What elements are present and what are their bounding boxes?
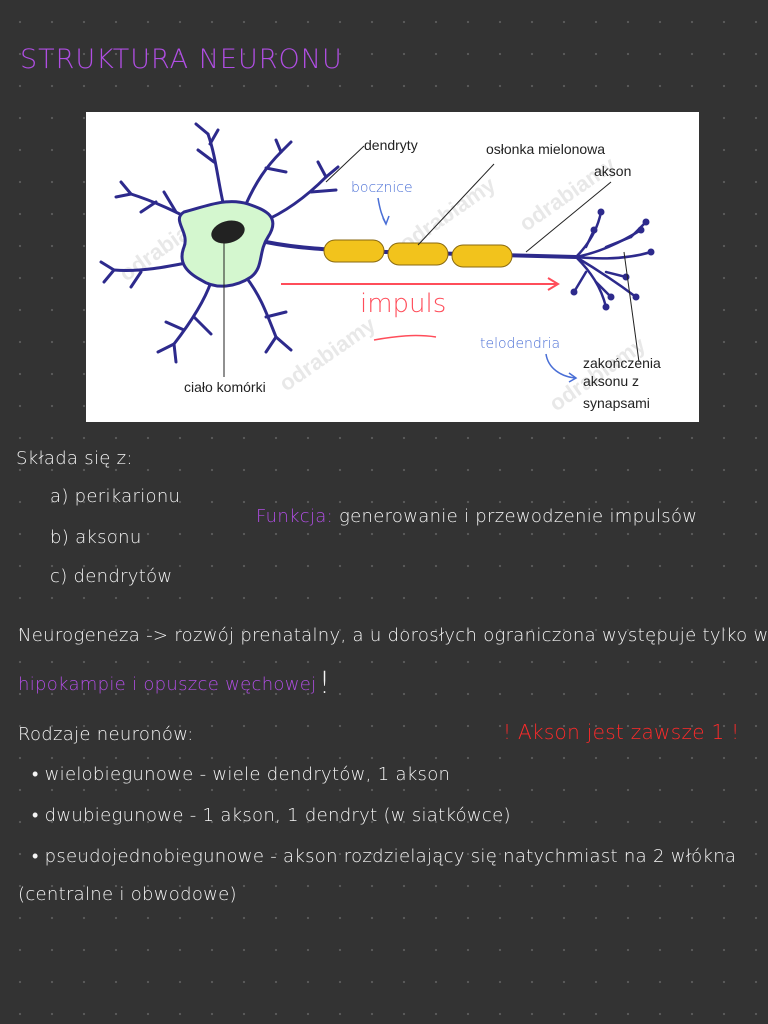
label-endings-2: aksonu z: [583, 373, 639, 389]
neuron-diagram: odrabiamy odrabiamy odrabiamy odrabiamy …: [86, 112, 699, 422]
function-text: generowanie i przewodzenie impulsów: [339, 506, 698, 527]
label-axon: akson: [594, 163, 631, 179]
list-item-dendrites: c) dendrytów: [50, 566, 173, 587]
svg-text:odrabiamy: odrabiamy: [275, 311, 381, 396]
neuron-types-heading: Rodzaje neuronów:: [18, 724, 194, 745]
list-item-perikaryon: a) perikarionu: [50, 486, 181, 507]
neurogenesis-line-1: Neurogeneza -> rozwój prenatalny, a u do…: [18, 625, 768, 646]
axon-always-one-note: ! Akson jest zawsze 1 !: [503, 720, 740, 744]
myelin-sheath: [323, 239, 513, 268]
neurogenesis-line-2: hipokampie i opuszce węchowej!: [18, 666, 331, 701]
annotation-telodendria: telodendria: [480, 336, 560, 352]
telodendria: [572, 210, 653, 309]
label-myelin: osłonka mielonowa: [486, 141, 605, 157]
neurogenesis-highlight: hipokampie i opuszce węchowej: [18, 674, 317, 695]
label-cell-body: ciało komórki: [184, 379, 266, 395]
endings-leader: [623, 251, 640, 363]
synaptic-terminals: [570, 208, 655, 311]
page-title: STRUKTURA NEURONU: [20, 44, 343, 75]
impulse-underline: [373, 334, 437, 341]
list-item-pseudounipolar: • pseudojednobiegunowe - akson rozdziela…: [32, 846, 737, 867]
annotation-nodes: bocznice: [351, 180, 413, 196]
nucleus: [211, 220, 245, 244]
list-item-multipolar: • wielobiegunowe - wiele dendrytów, 1 ak…: [32, 764, 451, 785]
myelin-leader: [417, 163, 495, 246]
consists-heading: Składa się z:: [16, 448, 133, 469]
label-dendrites: dendryty: [364, 137, 418, 153]
list-item-axon: b) aksonu: [50, 527, 142, 548]
dendrites-leader: [325, 145, 365, 183]
axon-leader: [525, 181, 612, 253]
exclamation-mark: !: [318, 666, 331, 701]
list-item-bipolar: • dwubiegunowe - 1 akson, 1 dendryt (w s…: [32, 805, 511, 826]
label-endings-3: synapsami: [583, 395, 650, 411]
annotation-impulse: impuls: [360, 289, 446, 319]
label-endings-1: zakończenia: [583, 355, 661, 371]
function-note: Funkcja: generowanie i przewodzenie impu…: [256, 506, 697, 527]
function-label: Funkcja:: [256, 506, 334, 527]
telodendria-arrow: [545, 353, 577, 379]
list-item-pseudounipolar-cont: (centralne i obwodowe): [18, 884, 237, 905]
cell-body: [177, 200, 275, 288]
